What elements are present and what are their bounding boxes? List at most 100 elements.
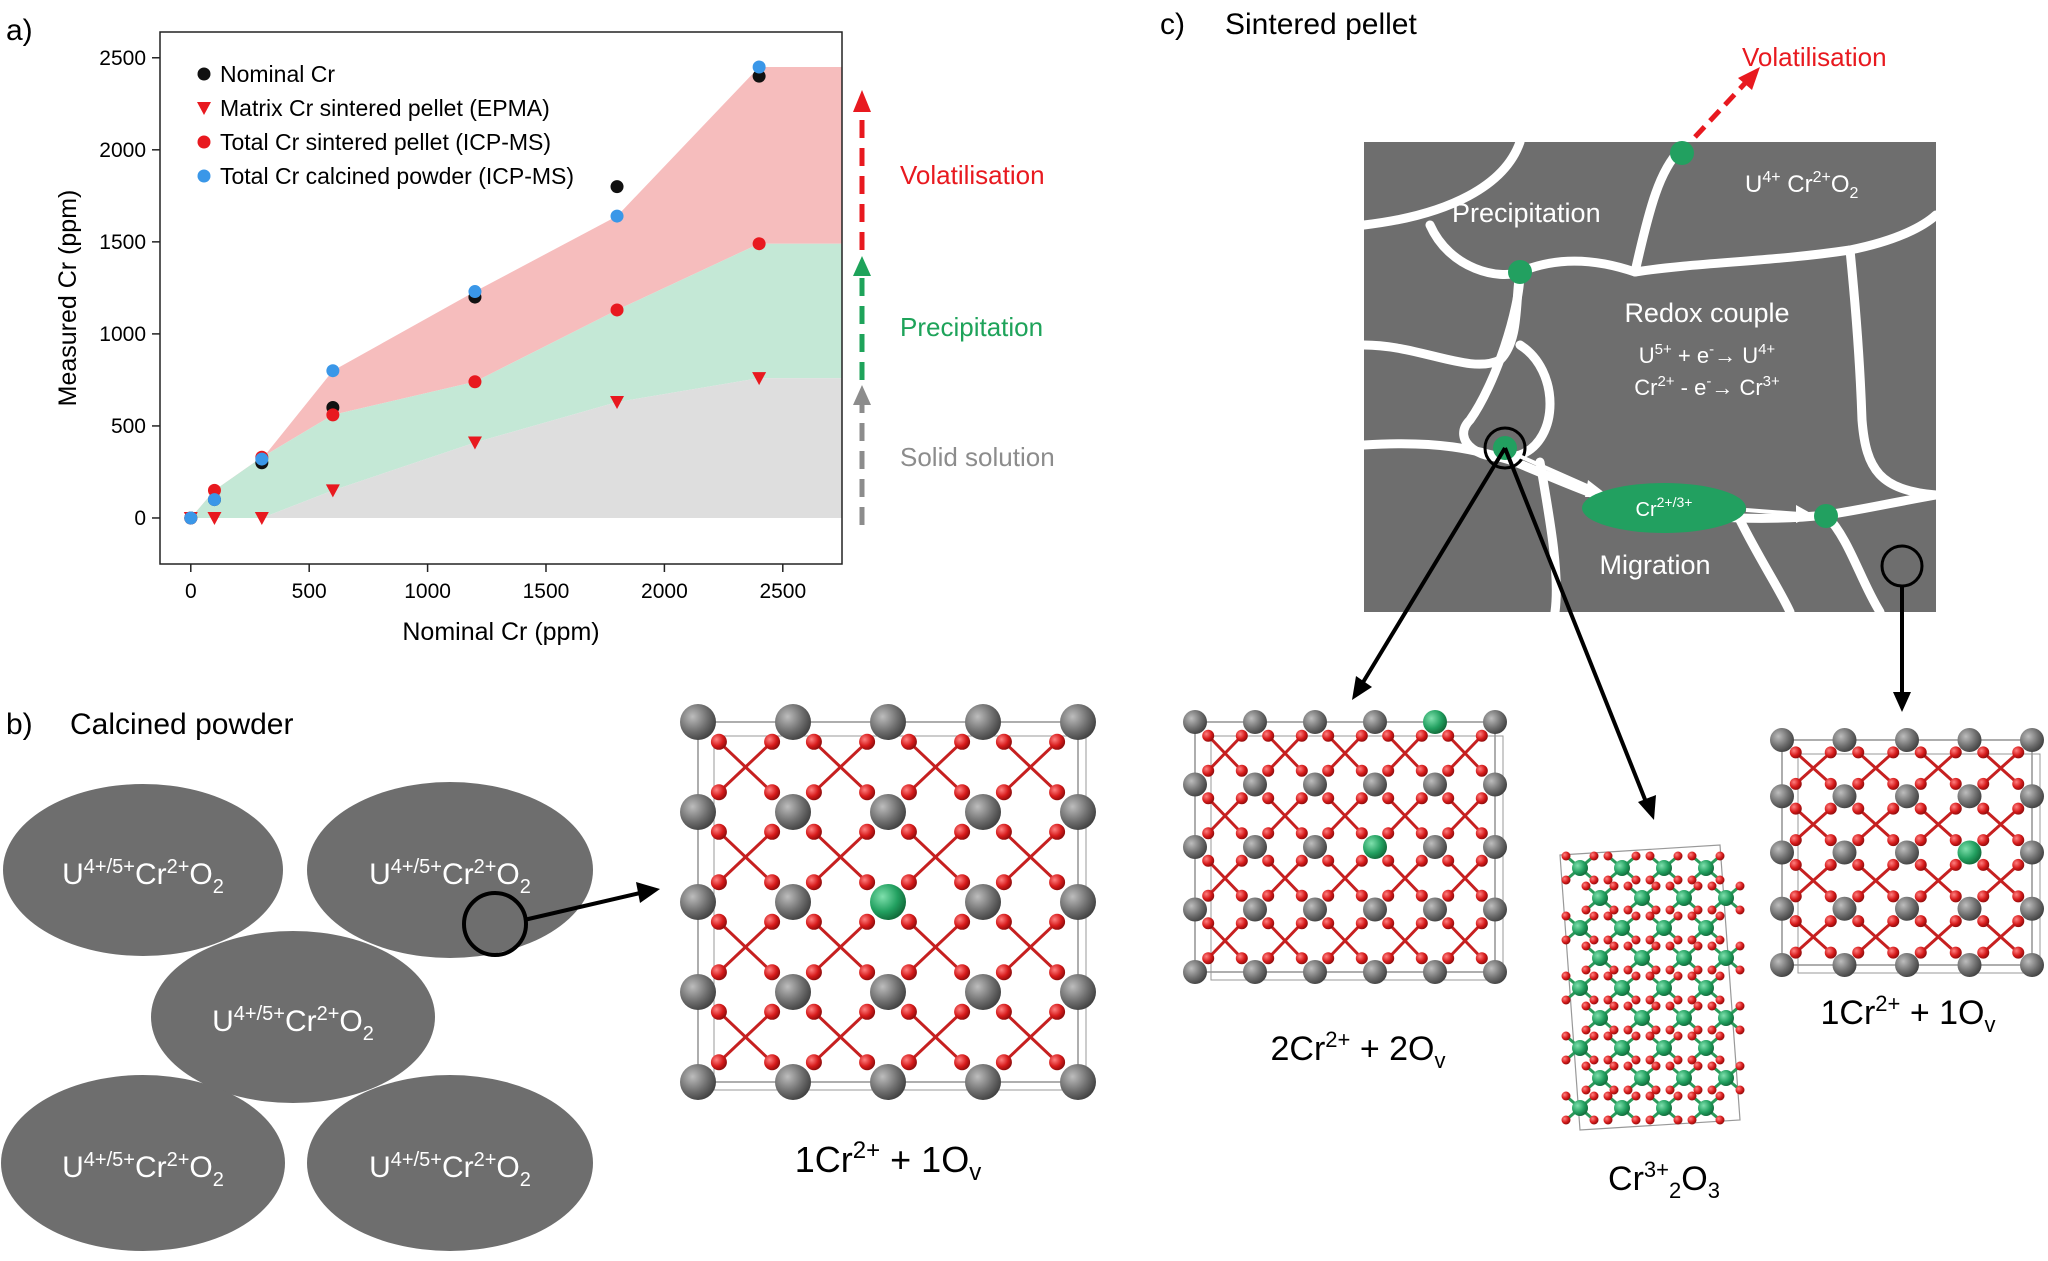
o-atom bbox=[1645, 875, 1655, 885]
o-atom bbox=[805, 823, 822, 840]
o-atom bbox=[859, 784, 876, 801]
cr-atom bbox=[1572, 860, 1588, 876]
u-atom bbox=[1770, 728, 1794, 752]
calcined-grains: U4+/5+Cr2+O2 U4+/5+Cr2+O2 U4+/5+Cr2+O2 U… bbox=[1, 782, 593, 1251]
cr-atom bbox=[1698, 1100, 1714, 1116]
o-atom bbox=[1355, 952, 1368, 965]
o-atom bbox=[1852, 834, 1865, 847]
o-atom bbox=[1581, 941, 1591, 951]
o-atom bbox=[1609, 1061, 1619, 1071]
solid-solution-arrow-head bbox=[853, 385, 871, 405]
panel-b-label: b) bbox=[6, 708, 33, 741]
o-atom bbox=[1914, 746, 1927, 759]
cr-atom bbox=[1676, 1010, 1692, 1026]
o-atom bbox=[1665, 881, 1675, 891]
o-atom bbox=[995, 874, 1012, 891]
u-atom bbox=[1895, 896, 1919, 921]
o-atom bbox=[1887, 915, 1900, 928]
o-atom bbox=[1824, 802, 1837, 815]
o-atom bbox=[1789, 834, 1802, 847]
o-atom bbox=[1824, 777, 1837, 790]
o-atom bbox=[1415, 854, 1428, 867]
o-atom bbox=[1609, 1001, 1619, 1011]
u-atom bbox=[965, 884, 1001, 920]
o-atom bbox=[900, 964, 917, 981]
o-atom bbox=[1322, 917, 1335, 930]
cr-atom bbox=[1634, 890, 1650, 906]
o-atom bbox=[764, 784, 781, 801]
point-s2-1 bbox=[207, 483, 221, 497]
x-tick-label: 1000 bbox=[404, 580, 451, 603]
u-atom bbox=[1243, 897, 1267, 922]
o-atom bbox=[1235, 889, 1248, 902]
o-atom bbox=[1589, 935, 1599, 945]
cr-atom bbox=[1572, 980, 1588, 996]
u-atom bbox=[775, 884, 811, 920]
o-atom bbox=[1295, 854, 1308, 867]
o-atom bbox=[805, 964, 822, 981]
u-atom bbox=[1483, 835, 1507, 859]
legend-label: Total Cr calcined powder (ICP-MS) bbox=[220, 163, 574, 189]
o-atom bbox=[1355, 792, 1368, 805]
o-atom bbox=[1645, 995, 1655, 1005]
grain-2: U4+/5+Cr2+O2 bbox=[307, 782, 593, 958]
o-atom bbox=[1651, 1061, 1661, 1071]
o-atom bbox=[1609, 905, 1619, 915]
cr-atom bbox=[1656, 1040, 1672, 1056]
o-atom bbox=[1631, 875, 1641, 885]
o-atom bbox=[1609, 1025, 1619, 1035]
redox-equation-1: U5+ + e-→ U4+ bbox=[1639, 341, 1776, 368]
o-atom bbox=[1887, 777, 1900, 790]
o-atom bbox=[1852, 915, 1865, 928]
point-s2-5 bbox=[610, 303, 624, 317]
legend-marker bbox=[197, 169, 211, 183]
o-atom bbox=[1789, 915, 1802, 928]
cr-atom bbox=[1656, 980, 1672, 996]
u-atom bbox=[1895, 953, 1919, 977]
cr-atom bbox=[1423, 710, 1447, 734]
crystal-c2-label: Cr3+2O3 bbox=[1608, 1157, 1720, 1203]
o-atom bbox=[1581, 881, 1591, 891]
o-atom bbox=[1202, 729, 1215, 742]
crystal-c1-label: 2Cr2+ + 2Ov bbox=[1271, 1027, 1446, 1073]
o-atom bbox=[1631, 1031, 1641, 1041]
o-atom bbox=[1789, 946, 1802, 959]
o-atom bbox=[1262, 917, 1275, 930]
o-atom bbox=[1603, 971, 1613, 981]
o-atom bbox=[764, 964, 781, 981]
o-atom bbox=[1977, 777, 1990, 790]
o-atom bbox=[1235, 917, 1248, 930]
y-tick-label: 2000 bbox=[99, 139, 146, 162]
legend-marker bbox=[197, 102, 211, 115]
u-atom bbox=[1483, 710, 1507, 734]
u-atom bbox=[1183, 960, 1207, 984]
o-atom bbox=[1561, 1091, 1571, 1101]
u-atom bbox=[1957, 728, 1982, 752]
o-atom bbox=[1824, 915, 1837, 928]
o-atom bbox=[1735, 1085, 1745, 1095]
u-atom bbox=[1060, 974, 1096, 1010]
cr-atom bbox=[1572, 1100, 1588, 1116]
o-atom bbox=[1707, 1061, 1717, 1071]
u-atom bbox=[1957, 784, 1982, 809]
u-atom bbox=[1832, 953, 1857, 977]
o-atom bbox=[1603, 1115, 1613, 1125]
o-atom bbox=[1561, 1031, 1571, 1041]
o-atom bbox=[1887, 834, 1900, 847]
cr-atom bbox=[1718, 890, 1734, 906]
o-atom bbox=[1693, 965, 1703, 975]
o-atom bbox=[1631, 995, 1641, 1005]
o-atom bbox=[2012, 802, 2025, 815]
o-atom bbox=[1049, 913, 1066, 930]
o-atom bbox=[1561, 971, 1571, 981]
o-atom bbox=[1977, 946, 1990, 959]
cr-atom bbox=[1698, 920, 1714, 936]
u-atom bbox=[1363, 897, 1387, 922]
zoom-circle bbox=[462, 891, 528, 957]
o-atom bbox=[1824, 890, 1837, 903]
volatilisation-annotation: Volatilisation bbox=[900, 160, 1045, 190]
o-atom bbox=[1235, 854, 1248, 867]
zoom-arrow-c2 bbox=[1503, 447, 1648, 803]
